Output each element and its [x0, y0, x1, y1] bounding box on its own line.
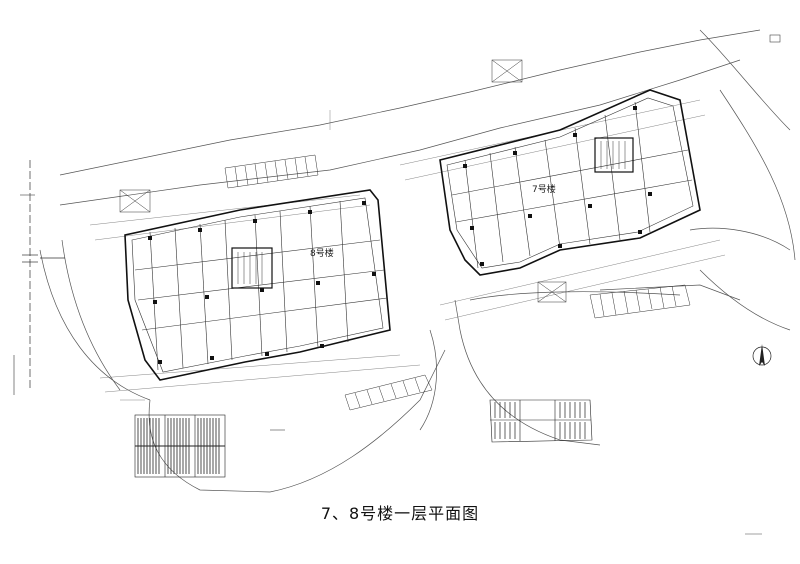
dimension-lines — [89, 99, 726, 401]
building-7: 7号楼 — [439, 89, 701, 276]
building-8-label: 8号楼 — [310, 247, 334, 259]
left-reference-line — [13, 160, 65, 395]
building-7-label: 7号楼 — [532, 183, 556, 195]
north-arrow-icon — [752, 344, 772, 366]
site-boundary-lines — [39, 29, 796, 493]
drawing-title: 7、8号楼一层平面图 — [320, 504, 480, 523]
ramp-hatches — [119, 59, 691, 411]
building-7-outline — [439, 89, 701, 276]
parking-area-right — [489, 399, 593, 443]
reference-marks — [20, 34, 781, 535]
building-8-outline — [124, 189, 391, 381]
parking-area-left — [134, 414, 226, 478]
building-8: 8号楼 — [124, 189, 391, 381]
